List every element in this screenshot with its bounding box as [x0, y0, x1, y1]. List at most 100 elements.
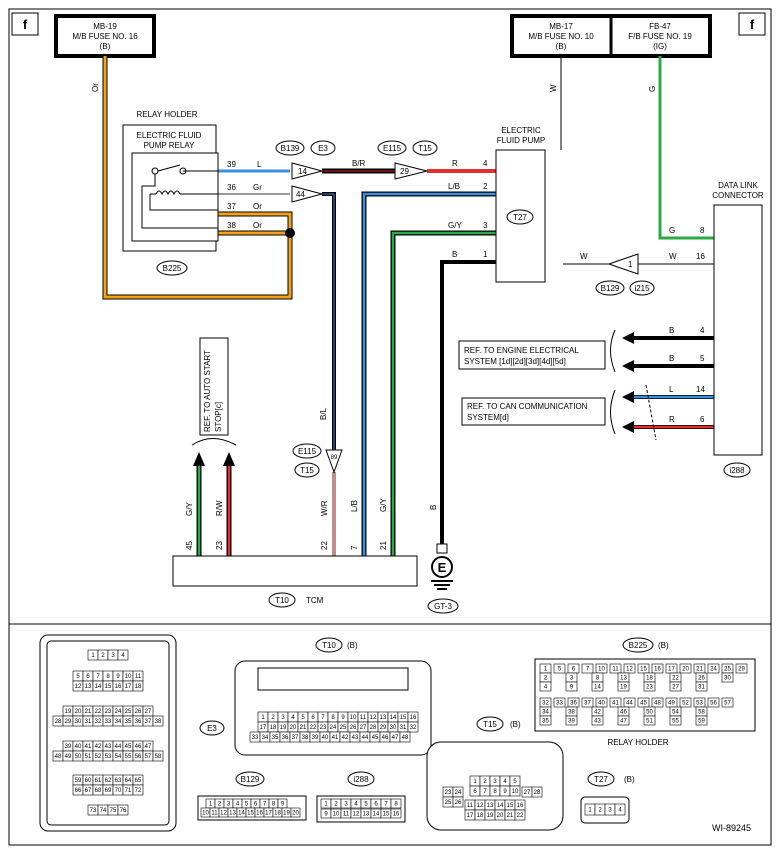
b225-pin-9	[565, 681, 578, 692]
fuse-mb19-line2: M/B FUSE NO. 16	[72, 32, 138, 41]
dlc-pin-4: 4	[700, 326, 705, 335]
pump-title-2: FLUID PUMP	[497, 136, 545, 145]
t10-pin-16-label: 16	[410, 715, 417, 721]
relay-title-1: ELECTRIC FLUID	[137, 131, 202, 140]
relay-holder-title: RELAY HOLDER	[136, 110, 197, 119]
b225-pin-16-label: 16	[654, 667, 661, 673]
connector-arrow-14	[291, 162, 324, 180]
b129-pin-1-label: 1	[209, 802, 213, 808]
joint-e115-bot: E115	[298, 447, 317, 456]
b225-pin-43-label: 43	[594, 719, 601, 725]
fuse-mb17-line1: MB-17	[549, 22, 573, 31]
b225-pin-42-label: 42	[594, 710, 601, 716]
lower-t27-label: T27	[594, 775, 608, 784]
fuse-fb47-line2: F/B FUSE NO. 19	[628, 32, 692, 41]
i288-pin-8	[390, 798, 402, 809]
data-link-connector	[713, 204, 763, 456]
wire-or-37	[218, 212, 292, 233]
fuse-fb47-line1: FB-47	[649, 22, 671, 31]
t10-pin-42-label: 42	[342, 735, 349, 741]
b225-pin-19	[617, 681, 630, 692]
wire-label-g: G	[648, 86, 657, 92]
b225-pin-34-label: 34	[542, 710, 549, 716]
e3-pin-58-label: 58	[155, 754, 162, 760]
e3-pin-64-label: 64	[125, 778, 132, 784]
ref-engine-box[interactable]	[458, 340, 606, 370]
wire-label-wr-22: W/R	[320, 500, 329, 516]
t15-pin-12-label: 12	[477, 803, 484, 809]
b225-pin-52-label: 52	[682, 701, 689, 707]
lower-b129-label: B129	[241, 775, 260, 784]
t10-pin-39-label: 39	[312, 735, 319, 741]
e3-pin-51-label: 51	[85, 754, 92, 760]
t27-pin-3-label: 3	[608, 808, 612, 814]
b225-pin-45	[637, 697, 650, 708]
b225-pin-20	[679, 663, 692, 674]
t10-pin-23-label: 23	[320, 725, 327, 731]
b129-pin-19-label: 19	[283, 811, 290, 817]
b225-pin-59-label: 59	[698, 719, 705, 725]
b225-pin-44	[623, 697, 636, 708]
e3-pin-23-label: 23	[105, 709, 112, 715]
joint-i215: i215	[634, 284, 650, 293]
t15-pin-25-label: 25	[445, 800, 452, 806]
b225-pin-35-label: 35	[542, 719, 549, 725]
t10-pin-10-label: 10	[350, 715, 357, 721]
wire-or-main	[103, 56, 292, 299]
e3-pin-72	[132, 784, 144, 796]
tcm-connector-t10: T10	[275, 596, 289, 605]
e3-pin-32-label: 32	[95, 719, 102, 725]
t10-pin-4-label: 4	[291, 715, 295, 721]
e3-pin-59-label: 59	[75, 778, 82, 784]
wire-label-gy-45: G/Y	[185, 502, 194, 516]
e3-pin-8-label: 8	[106, 674, 110, 680]
pump-pin-4: 4	[483, 159, 488, 168]
t15-pin-11-label: 11	[467, 803, 474, 809]
b129-pin-4-label: 4	[236, 802, 240, 808]
i288-pin-4-label: 4	[354, 802, 358, 808]
wire-label-lb: L/B	[448, 182, 460, 191]
b225-pin-11-label: 11	[612, 667, 619, 673]
pump-title-1: ELECTRIC	[501, 126, 541, 135]
i288-pin-3-label: 3	[344, 802, 348, 808]
b225-pin-15	[637, 663, 650, 674]
b129-pin-6-label: 6	[254, 802, 258, 808]
e3-pin-61-label: 61	[95, 778, 102, 784]
e3-pin-69-label: 69	[105, 788, 112, 794]
i288-pin-1-label: 1	[324, 802, 328, 808]
ref-can-box[interactable]	[461, 397, 606, 426]
b129-pin-20	[290, 807, 301, 818]
b225-pin-49-label: 49	[668, 701, 675, 707]
fuse-mb19-line1: MB-19	[93, 22, 117, 31]
b225-pin-43	[591, 715, 604, 726]
wire-label-or: Or	[91, 83, 100, 92]
t15-pin-13-label: 13	[487, 803, 494, 809]
page-tag-left[interactable]	[11, 12, 39, 36]
b225-pin-14	[591, 681, 604, 692]
ref-auto-start-box[interactable]	[199, 337, 229, 436]
e3-pin-13-label: 13	[85, 684, 92, 690]
b225-pin-41	[609, 697, 622, 708]
lower-b225-b: (B)	[658, 641, 669, 650]
joint-t15-top: T15	[418, 144, 432, 153]
joint-e115-top: E115	[383, 144, 402, 153]
b129-pin-14-label: 14	[238, 811, 245, 817]
b225-pin-40-label: 40	[598, 701, 605, 707]
b225-pin-59	[695, 715, 708, 726]
b225-pin-21-label: 21	[696, 667, 703, 673]
pump-connector-t27: T27	[513, 213, 527, 222]
wire-label-w-left: W	[580, 252, 588, 261]
wire-label-g-dlc: G	[669, 226, 675, 235]
page-tag-right[interactable]	[738, 12, 766, 36]
connector-b225-label: B225	[163, 264, 182, 273]
tcm-pin-21: 21	[379, 541, 388, 550]
ref-auto-start-line2: STOP[c]	[214, 402, 223, 432]
e3-pin-34-label: 34	[115, 719, 122, 725]
wire-g	[658, 56, 714, 240]
i288-pin-6-label: 6	[374, 802, 378, 808]
b225-pin-29	[735, 663, 748, 674]
t10-pin-9-label: 9	[341, 715, 345, 721]
b129-pin-13-label: 13	[229, 811, 236, 817]
